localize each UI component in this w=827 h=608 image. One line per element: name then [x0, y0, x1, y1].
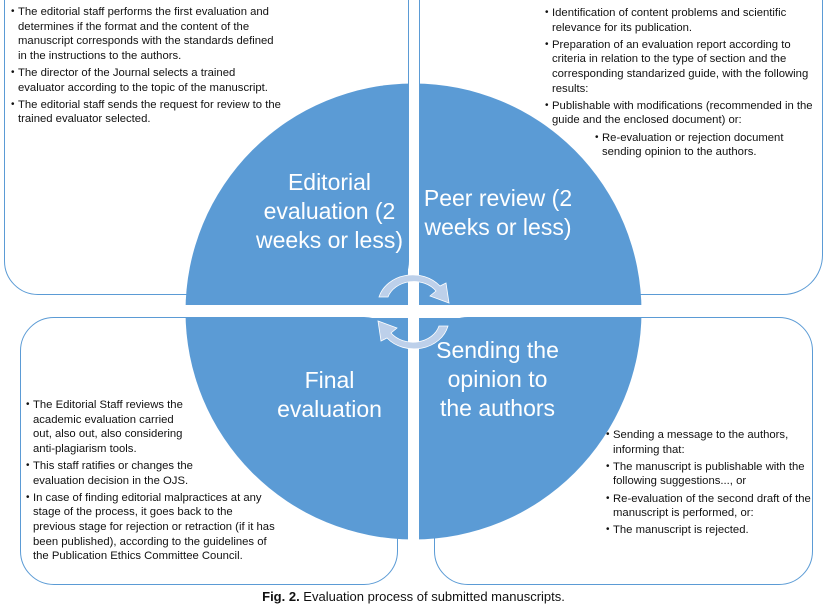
figure-number: Fig. 2.: [262, 589, 300, 604]
list-item: Preparation of an evaluation report acco…: [545, 38, 820, 96]
list-item: The editorial staff sends the request fo…: [11, 98, 281, 127]
peer-review-list: Identification of content problems and s…: [545, 6, 820, 162]
final-evaluation-list: The Editorial Staff reviews the academic…: [26, 398, 278, 566]
list-item: In case of finding editorial malpractice…: [26, 491, 278, 564]
list-item: The manuscript is publishable with the f…: [606, 460, 811, 489]
figure-caption: Fig. 2. Evaluation process of submitted …: [0, 589, 827, 604]
list-item: Identification of content problems and s…: [545, 6, 820, 35]
sending-opinion-label: Sending the opinion to the authors: [436, 337, 559, 421]
caption-text: Evaluation process of submitted manuscri…: [299, 589, 565, 604]
editorial-evaluation-list: The editorial staff performs the first e…: [11, 5, 281, 130]
list-item: Re-evaluation of the second draft of the…: [606, 492, 811, 521]
list-item: Publishable with modifications (recommen…: [545, 99, 820, 128]
peer-review-label: Peer review (2 weeks or less): [423, 185, 573, 240]
list-item: The director of the Journal selects a tr…: [11, 66, 281, 95]
sending-opinion-list: Sending a message to the authors, inform…: [606, 428, 811, 541]
editorial-evaluation-label: Editorial evaluation (2 weeks or less): [256, 169, 403, 253]
final-evaluation-label: Final evaluation: [277, 367, 382, 422]
list-item: The Editorial Staff reviews the academic…: [26, 398, 193, 456]
cycle-arrow-bottom-icon: [377, 320, 449, 350]
list-item: Re-evaluation or rejection document send…: [595, 131, 820, 160]
cycle-arrow-top-icon: [378, 274, 450, 304]
list-item: Sending a message to the authors, inform…: [606, 428, 811, 457]
list-item: The editorial staff performs the first e…: [11, 5, 281, 63]
list-item: The manuscript is rejected.: [606, 523, 811, 538]
list-item: This staff ratifies or changes the evalu…: [26, 459, 233, 488]
